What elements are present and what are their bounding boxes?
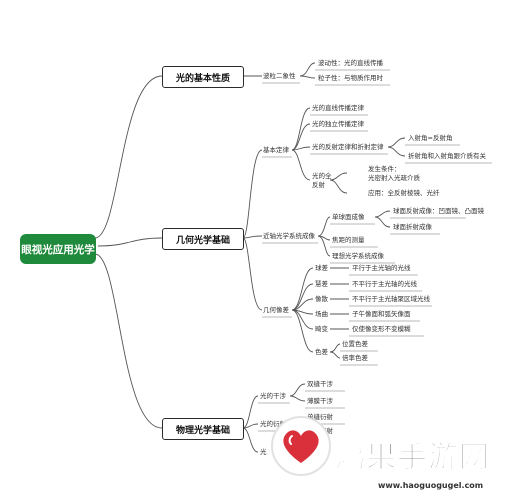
- node-condition[interactable]: 光密射入光疏介质: [368, 174, 420, 182]
- node-interference[interactable]: 光的干涉: [260, 392, 286, 400]
- node-astigmatism[interactable]: 像散: [315, 295, 328, 303]
- node-polarization[interactable]: 光: [260, 448, 267, 456]
- node-reflect-refract-law[interactable]: 光的反射定律和折射定律: [312, 143, 384, 151]
- branch-basic-properties[interactable]: 光的基本性质: [162, 66, 244, 88]
- node-sphere-mirror[interactable]: 球面反射成像：凹面镜、凸面镜: [393, 207, 484, 215]
- node-duality[interactable]: 波粒二象性: [263, 72, 296, 80]
- node-spherical[interactable]: 球差: [315, 264, 328, 272]
- watermark-text: 鸿果手游网: [335, 440, 490, 476]
- node-sphere-refract[interactable]: 球面折射成像: [393, 223, 432, 231]
- node-total-reflection[interactable]: 光的全反射: [312, 172, 332, 189]
- node-diffraction[interactable]: 光的衍射: [260, 420, 286, 428]
- node-ideal-system[interactable]: 理想光学系统成像: [332, 252, 384, 260]
- node-application[interactable]: 应用：全反射棱镜、光纤: [368, 189, 440, 197]
- connector-root-basic: [94, 75, 163, 239]
- watermark-heart-icon: [271, 416, 331, 476]
- node-coma-desc[interactable]: 不平行于主光轴的光线: [352, 280, 417, 288]
- node-focal-measure[interactable]: 焦距的测量: [332, 236, 365, 244]
- node-double-slit[interactable]: 双缝干涉: [307, 380, 333, 388]
- node-straight-law[interactable]: 光的直线传播定律: [312, 104, 364, 112]
- node-position-chromatic[interactable]: 位置色差: [342, 340, 368, 348]
- connector-root-phys: [94, 253, 163, 429]
- node-wave[interactable]: 波动性：光的直线传播: [318, 59, 383, 67]
- branch-geometric-optics[interactable]: 几何光学基础: [162, 228, 244, 250]
- node-single-slit[interactable]: 单缝衍射: [307, 413, 333, 421]
- branch-physical-optics[interactable]: 物理光学基础: [162, 418, 244, 440]
- node-particle[interactable]: 粒子性：与物质作用时: [318, 74, 383, 82]
- node-distortion-desc[interactable]: 仅使像变形不变模糊: [352, 325, 411, 333]
- watermark-url: www.haoguogugel.com: [378, 481, 484, 490]
- node-thin-film[interactable]: 薄膜干涉: [307, 397, 333, 405]
- node-paraxial-system[interactable]: 近轴光学系统成像: [263, 232, 315, 240]
- node-coma[interactable]: 慧差: [315, 280, 328, 288]
- node-distortion[interactable]: 畸变: [315, 325, 328, 333]
- node-aberration[interactable]: 几何像差: [263, 306, 289, 314]
- node-chromatic[interactable]: 色差: [315, 348, 328, 356]
- node-refraction-relation[interactable]: 折射角和入射角跟介质有关: [408, 152, 486, 160]
- node-field-curvature[interactable]: 场曲: [315, 310, 328, 318]
- node-single-surface[interactable]: 单球面成像: [332, 213, 365, 221]
- node-field-curvature-desc[interactable]: 子午像面和弧矢像面: [352, 310, 411, 318]
- connector-root-geo: [97, 237, 163, 247]
- node-independent-law[interactable]: 光的独立传播定律: [312, 120, 364, 128]
- node-condition-title: 发生条件：: [368, 165, 401, 173]
- node-spherical-desc[interactable]: 平行于主光轴的光线: [352, 264, 411, 272]
- root-node[interactable]: 眼视光应用光学: [20, 234, 96, 264]
- node-basic-laws[interactable]: 基本定律: [263, 146, 289, 154]
- node-astigmatism-desc[interactable]: 不平行于主光轴聚区域光线: [352, 295, 430, 303]
- node-incidence-angle[interactable]: 入射角=反射角: [408, 134, 453, 142]
- node-magnification-chromatic[interactable]: 倍率色差: [342, 354, 368, 362]
